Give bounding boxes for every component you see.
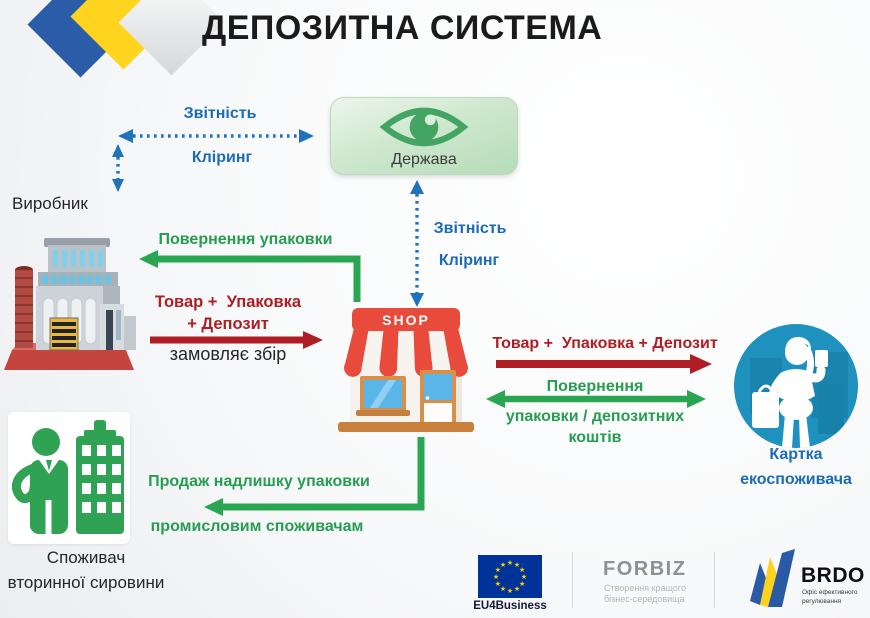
- label-return-right-2: упаковки / депозитних: [505, 408, 685, 425]
- label-clearing-top: Кліринг: [191, 149, 253, 166]
- svg-text:★: ★: [519, 580, 525, 588]
- label-report-mid: Звітність: [433, 220, 507, 237]
- brdo-tagline-1: Офіс ефективного: [802, 589, 858, 596]
- svg-text:★: ★: [514, 561, 520, 569]
- brdo-logo-icon: [750, 549, 795, 607]
- eu-flag-icon: ★★★ ★★★ ★★★ ★★★: [478, 555, 542, 598]
- state-label: Держава: [391, 151, 457, 168]
- brdo-logo-text: BRDO: [801, 564, 865, 587]
- page-title: ДЕПОЗИТНА СИСТЕМА: [202, 9, 603, 47]
- svg-text:★: ★: [495, 580, 501, 588]
- shop-sign-text: SHOP: [382, 312, 430, 328]
- forbiz-tagline-1: Створення кращого: [604, 583, 686, 593]
- label-goods-left-1: Товар + Упаковка: [154, 293, 302, 311]
- eu4business-label: EU4Business: [473, 600, 547, 612]
- shop-icon: SHOP: [338, 308, 474, 432]
- eco-card-label-2: екоспоживача: [740, 471, 852, 488]
- svg-text:★: ★: [507, 559, 513, 567]
- svg-text:★: ★: [507, 587, 513, 595]
- recycler-label-1: Споживач: [46, 548, 126, 567]
- state-node: Держава: [330, 97, 518, 175]
- label-clearing-mid: Кліринг: [438, 252, 500, 269]
- label-return-packaging: Повернення упаковки: [158, 231, 333, 248]
- label-surplus-1: Продаж надлишку упаковки: [148, 473, 370, 490]
- brdo-tagline-2: регулювання: [802, 598, 842, 605]
- recycler-icon: [8, 412, 130, 544]
- svg-text:★: ★: [519, 566, 525, 574]
- eye-icon: [379, 107, 469, 147]
- label-goods-left-2: + Депозит: [187, 315, 269, 333]
- label-return-right-3: коштів: [568, 429, 622, 446]
- forbiz-tagline-2: бізнес-середовища: [604, 594, 685, 604]
- forbiz-logo-text: FORBIZ: [603, 558, 687, 580]
- footer-divider-2: [714, 552, 715, 608]
- svg-text:★: ★: [500, 561, 506, 569]
- svg-text:★: ★: [493, 573, 499, 581]
- footer-divider-1: [572, 552, 573, 608]
- label-surplus-2: промисловим споживачам: [150, 518, 364, 535]
- arrow-goods-to-consumer: [496, 354, 712, 374]
- arrow-state-shop-dotted: [410, 180, 424, 307]
- svg-text:★: ★: [500, 585, 506, 593]
- label-order-collection: замовляє збір: [169, 344, 287, 364]
- svg-text:★: ★: [514, 585, 520, 593]
- eco-consumer-icon: [734, 324, 858, 448]
- arrow-producer-state-dotted: [118, 129, 314, 143]
- svg-text:★: ★: [495, 566, 501, 574]
- recycler-label-2: вторинної сировини: [7, 573, 165, 592]
- arrow-producer-vertical-dotted: [112, 144, 124, 192]
- label-report-top: Звітність: [183, 105, 257, 122]
- producer-label: Виробник: [12, 194, 88, 213]
- factory-icon: [4, 238, 136, 370]
- svg-text:★: ★: [521, 573, 527, 581]
- eco-card-label-1: Картка: [769, 446, 823, 463]
- label-return-right-1: Повернення: [546, 378, 644, 395]
- label-goods-right: Товар + Упаковка + Депозит: [492, 335, 718, 352]
